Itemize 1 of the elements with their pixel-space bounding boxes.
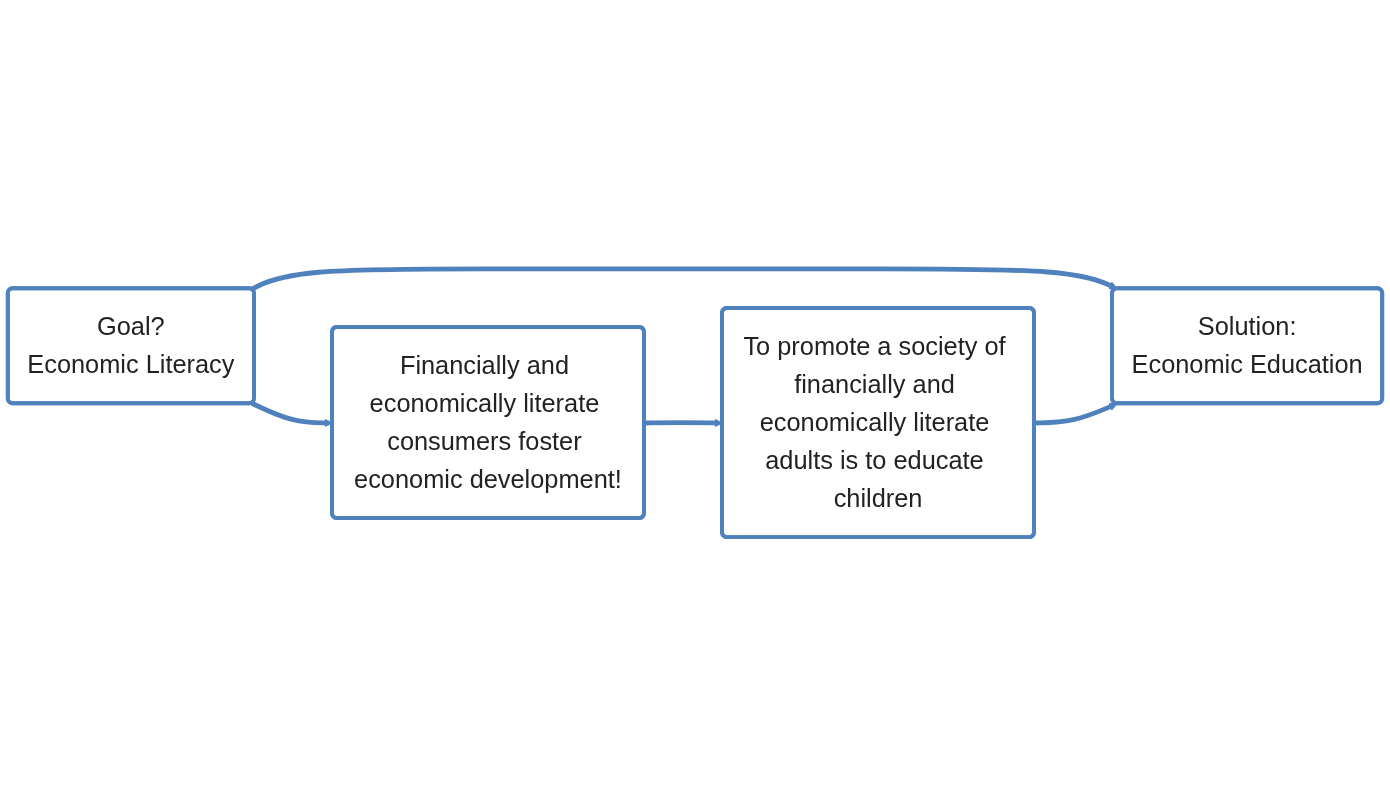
- arrow: [250, 266, 1118, 292]
